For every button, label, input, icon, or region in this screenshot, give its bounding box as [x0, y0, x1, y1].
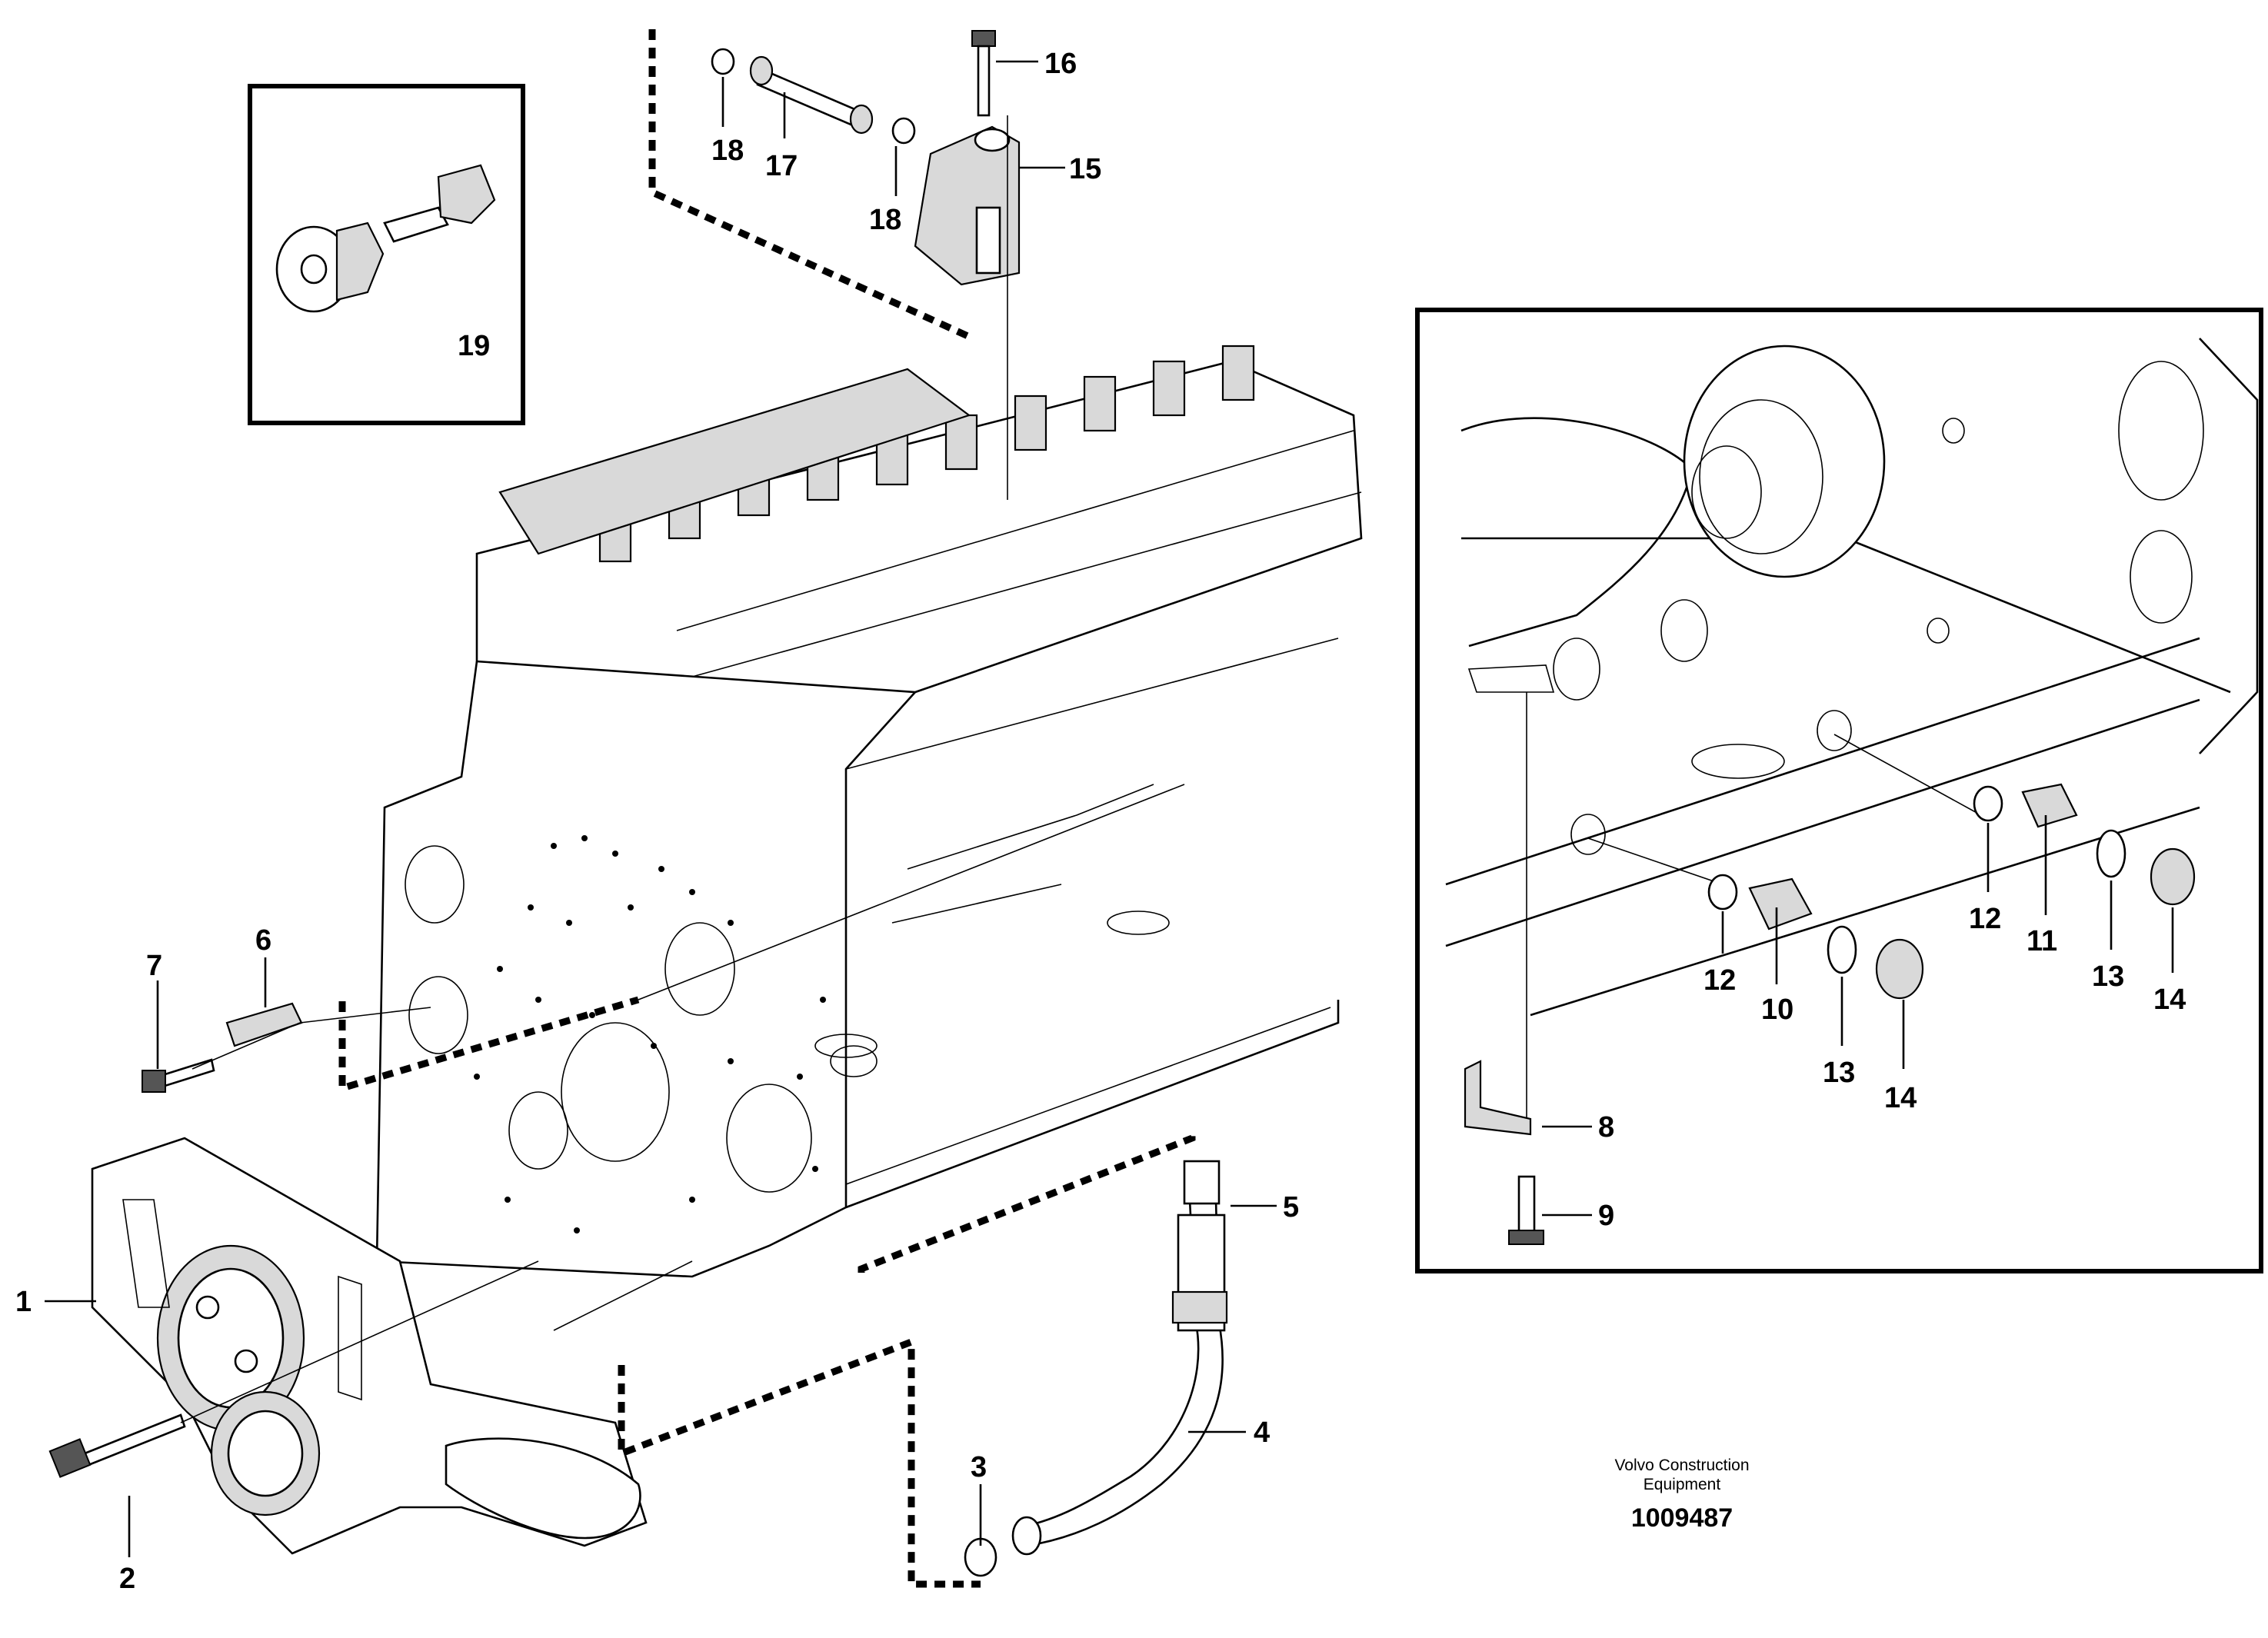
caption-block: Volvo Construction Equipment 1009487 [1614, 1457, 1749, 1533]
callout-8: 8 [1598, 1111, 1614, 1144]
callout-10: 10 [1761, 994, 1793, 1026]
company-name-line2: Equipment [1644, 1476, 1721, 1493]
oil-pipe-4-5-illustration [964, 1160, 1228, 1577]
callout-19: 19 [458, 330, 490, 362]
callout-6: 6 [255, 924, 271, 957]
callout-17: 17 [765, 150, 798, 182]
callout-3: 3 [971, 1451, 987, 1483]
callout-16: 16 [1044, 48, 1077, 80]
callout-labels: 1 2 3 4 5 6 7 8 9 10 11 12 12 13 13 14 1… [15, 48, 2186, 1595]
inset-oil-cooler-frame [1415, 308, 2263, 1273]
inset-19-frame [248, 84, 525, 425]
callout-18b: 18 [869, 204, 901, 236]
callout-13a: 13 [1823, 1057, 1855, 1089]
callout-11: 11 [2027, 925, 2057, 957]
company-name-line1: Volvo Construction [1614, 1457, 1749, 1474]
callout-13b: 13 [2092, 960, 2124, 993]
callout-18a: 18 [711, 135, 744, 167]
callout-4: 4 [1254, 1417, 1270, 1449]
oil-pump-illustration [91, 1137, 648, 1555]
callout-9: 9 [1598, 1200, 1614, 1232]
callout-7: 7 [146, 950, 162, 982]
dashed-reference-lines [338, 29, 1196, 1588]
document-number: 1009487 [1631, 1503, 1733, 1533]
bolt-7-and-sleeve-6-illustration [142, 1002, 303, 1093]
callout-12b: 12 [1969, 903, 2001, 935]
callout-15: 15 [1069, 153, 1101, 185]
plug-and-sleeve-illustration [275, 164, 496, 313]
callout-14b: 14 [2153, 984, 2186, 1016]
callout-1: 1 [15, 1286, 32, 1318]
callout-12a: 12 [1703, 964, 1736, 997]
callout-14a: 14 [1884, 1082, 1917, 1114]
callout-leaders [45, 60, 1277, 1557]
engine-block-illustration [375, 345, 1363, 1278]
bracket-15-and-pipe-17-illustration [711, 30, 1021, 286]
callout-5: 5 [1283, 1191, 1299, 1224]
guide-lines [180, 115, 1185, 1423]
callout-2: 2 [119, 1563, 135, 1595]
bolt-2-illustration [48, 1413, 186, 1478]
